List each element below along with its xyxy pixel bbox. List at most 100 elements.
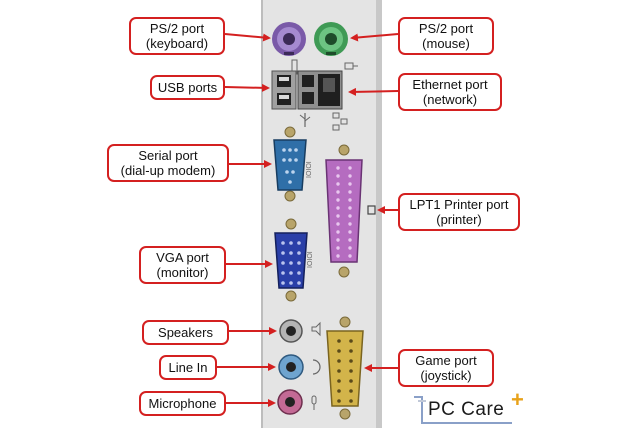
label-ps2-keyboard: PS/2 port (keyboard) [129, 17, 225, 55]
ps2-mouse-port [314, 22, 348, 56]
connector-pin [297, 271, 301, 275]
connector-pin [281, 281, 285, 285]
connector-pin [281, 241, 285, 245]
connector-pin [336, 182, 339, 185]
connector-pin [348, 246, 351, 249]
connector-pin [336, 222, 339, 225]
usb-ports [272, 71, 296, 109]
connector-pin [289, 251, 293, 255]
label-lpt1-line1: LPT1 Printer port [410, 197, 509, 212]
label-ps2-mouse: PS/2 port (mouse) [398, 17, 494, 55]
arrow-usb [225, 87, 268, 88]
connector-pin [348, 174, 351, 177]
label-ps2-mouse-line2: (mouse) [422, 36, 470, 51]
connector-pin [348, 190, 351, 193]
ethernet-port [298, 71, 342, 109]
connector-pin [348, 206, 351, 209]
connector-pin [349, 389, 353, 393]
label-lpt1-line2: (printer) [436, 212, 482, 227]
vga-icon: IOIOI [307, 251, 314, 268]
connector-pin [348, 214, 351, 217]
connector-pin [297, 251, 301, 255]
connector-pin [349, 349, 353, 353]
label-microphone: Microphone [139, 391, 226, 416]
label-vga-line2: (monitor) [156, 265, 208, 280]
label-vga-line1: VGA port [156, 250, 209, 265]
logo-plus: + [511, 387, 524, 413]
ps2-keyboard-port [272, 22, 306, 56]
connector-pin [281, 271, 285, 275]
svg-text:IOIOI: IOIOI [306, 161, 313, 178]
connector-pin [348, 254, 351, 257]
label-ethernet: Ethernet port (network) [398, 73, 502, 111]
connector-pin [337, 349, 341, 353]
connector-pin [337, 399, 341, 403]
pc-care-logo: PC Care + [412, 393, 528, 426]
label-usb-line1: USB ports [158, 80, 217, 95]
connector-pin [348, 238, 351, 241]
game-port [327, 317, 363, 419]
connector-pin [348, 230, 351, 233]
connector-pin [289, 261, 293, 265]
label-serial-line1: Serial port [138, 148, 197, 163]
label-line-in: Line In [159, 355, 217, 380]
connector-pin [281, 261, 285, 265]
connector-pin [336, 214, 339, 217]
connector-pin [348, 222, 351, 225]
back-panel-edge [376, 0, 382, 428]
connector-pin [337, 359, 341, 363]
connector-pin [336, 254, 339, 257]
connector-pin [297, 261, 301, 265]
connector-pin [348, 198, 351, 201]
label-game-line2: (joystick) [420, 368, 471, 383]
connector-pin [337, 339, 341, 343]
label-speakers: Speakers [142, 320, 229, 345]
connector-pin [336, 174, 339, 177]
connector-pin [348, 166, 351, 169]
connector-pin [297, 281, 301, 285]
speakers-jack [280, 320, 302, 342]
connector-pin [289, 271, 293, 275]
arrow-ethernet [350, 91, 398, 92]
connector-pin [349, 369, 353, 373]
connector-pin [281, 251, 285, 255]
label-vga: VGA port (monitor) [139, 246, 226, 284]
connector-pin [337, 369, 341, 373]
label-usb: USB ports [150, 75, 225, 100]
connector-pin [336, 206, 339, 209]
connector-pin [337, 389, 341, 393]
connector-pin [337, 379, 341, 383]
connector-pin [349, 399, 353, 403]
label-ps2-keyboard-line2: (keyboard) [146, 36, 208, 51]
connector-pin [336, 198, 339, 201]
connector-pin [336, 230, 339, 233]
label-ethernet-line1: Ethernet port [412, 77, 487, 92]
connector-pin [349, 339, 353, 343]
connector-pin [348, 182, 351, 185]
label-microphone-line1: Microphone [149, 396, 217, 411]
serial-icon: IOIOI [306, 161, 313, 178]
label-speakers-line1: Speakers [158, 325, 213, 340]
label-lpt1: LPT1 Printer port (printer) [398, 193, 520, 231]
label-ethernet-line2: (network) [423, 92, 477, 107]
label-ps2-mouse-line1: PS/2 port [419, 21, 473, 36]
connector-pin [297, 241, 301, 245]
logo-text: PC Care [428, 399, 504, 421]
label-game: Game port (joystick) [398, 349, 494, 387]
svg-text:IOIOI: IOIOI [307, 251, 314, 268]
connector-pin [336, 190, 339, 193]
microphone-jack [278, 390, 302, 414]
label-ps2-keyboard-line1: PS/2 port [150, 21, 204, 36]
connector-pin [336, 246, 339, 249]
connector-pin [336, 238, 339, 241]
connector-pin [289, 281, 293, 285]
connector-pin [336, 166, 339, 169]
connector-pin [349, 379, 353, 383]
label-line-in-line1: Line In [168, 360, 207, 375]
connector-pin [349, 359, 353, 363]
label-game-line1: Game port [415, 353, 476, 368]
connector-pin [289, 241, 293, 245]
label-serial-line2: (dial-up modem) [121, 163, 216, 178]
line-in-jack [279, 355, 303, 379]
